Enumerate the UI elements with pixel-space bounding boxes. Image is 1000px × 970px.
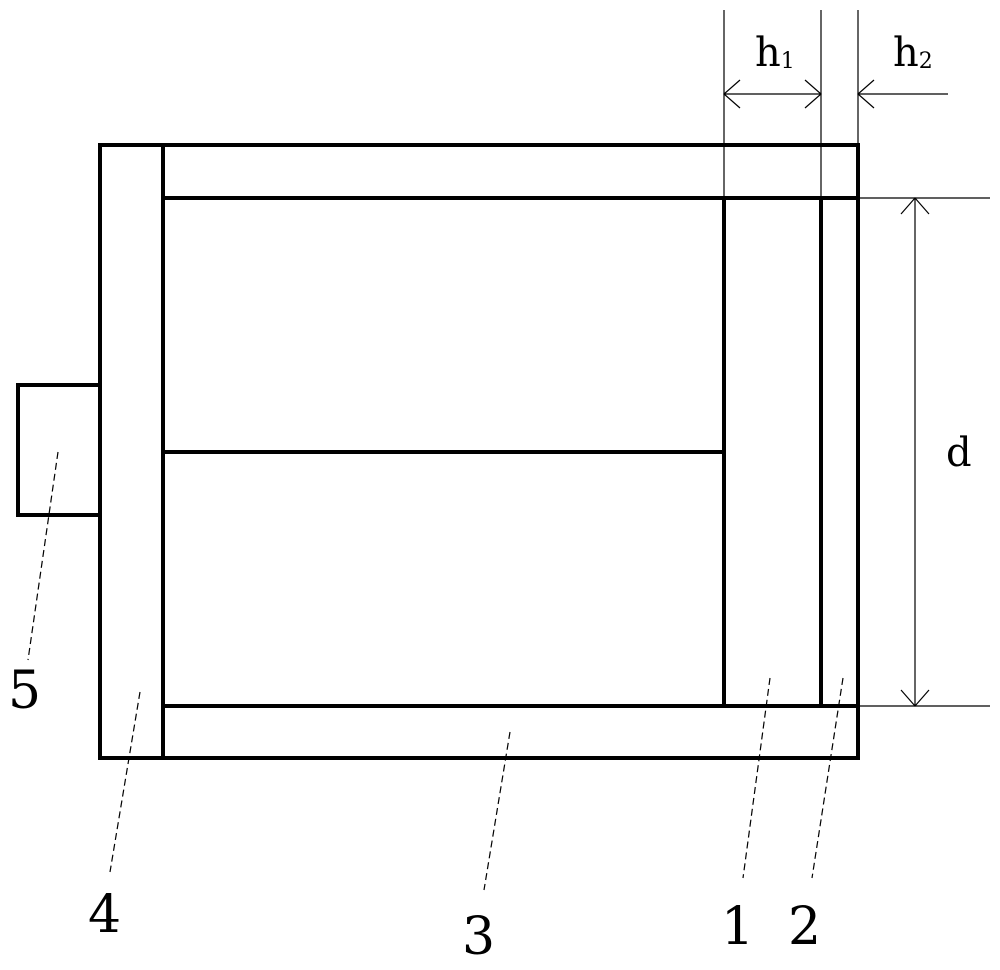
leader-line-4 (110, 692, 140, 872)
dimension-label-h2: h2 (893, 30, 933, 76)
protrusion-part-5 (18, 385, 100, 515)
part-label-4: 4 (88, 885, 121, 945)
leader-line-3 (484, 732, 510, 890)
part-label-3: 3 (462, 907, 495, 967)
part-label-5: 5 (8, 661, 41, 721)
part-label-1: 1 (721, 897, 754, 957)
dimension-label-h1: h1 (755, 30, 795, 76)
leader-line-5 (28, 452, 58, 660)
dimension-label-d: d (946, 430, 972, 476)
part-label-2: 2 (788, 897, 821, 957)
